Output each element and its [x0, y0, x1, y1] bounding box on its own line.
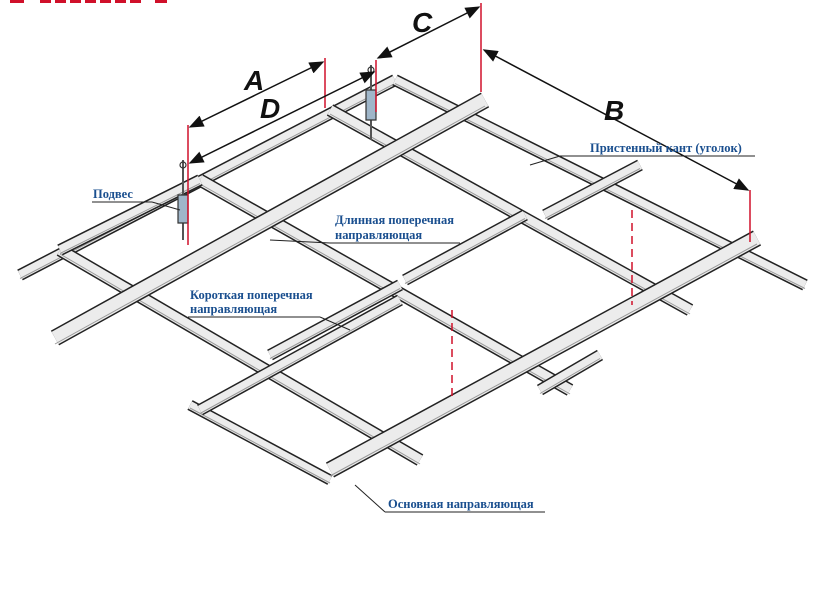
dimension-b-label: B: [604, 95, 624, 126]
leader-lines: [92, 155, 755, 513]
dimension-reference-lines: [187, 3, 751, 400]
short-cross-tee-label-2: направляющая: [190, 302, 277, 316]
short-cross-tee: [57, 174, 203, 256]
long-cross-tee-label-1: Длинная поперечная: [335, 213, 454, 227]
main-runner: [325, 230, 762, 478]
hanger-label: Подвес: [93, 187, 133, 201]
short-cross-tee: [402, 209, 528, 286]
main-runner-label: Основная направляющая: [388, 497, 534, 511]
short-cross-tee: [197, 294, 403, 416]
cross-tee: [56, 244, 424, 466]
grid-beams: [17, 74, 808, 485]
dimension-c-label: C: [412, 7, 433, 38]
short-cross-tee-label-1: Короткая поперечная: [190, 288, 313, 302]
dimension-d-label: D: [260, 93, 280, 124]
wall-angle-label: Пристенный кант (уголок): [590, 141, 742, 155]
wall-angle: [187, 400, 333, 485]
dimension-arrows: [188, 6, 750, 191]
main-runner: [50, 92, 490, 346]
short-cross-tee: [536, 349, 604, 396]
long-cross-tee-label-2: направляющая: [335, 228, 422, 242]
top-red-marks: [10, 0, 167, 3]
dimension-a-label: A: [243, 65, 264, 96]
